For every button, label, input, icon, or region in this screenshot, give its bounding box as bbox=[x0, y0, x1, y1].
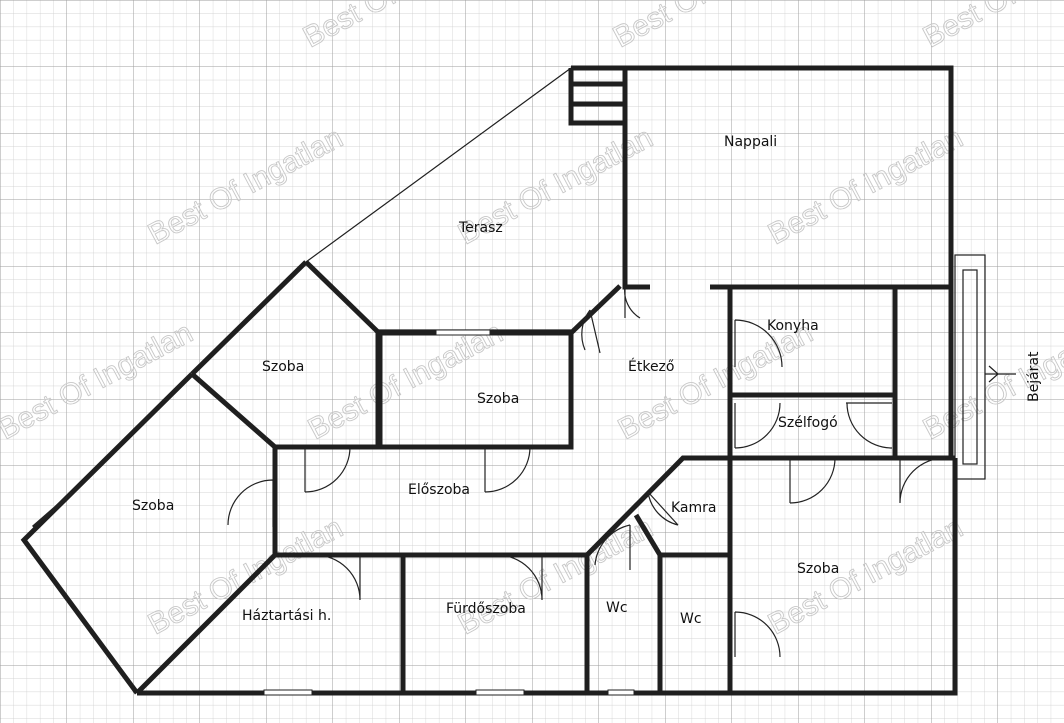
room-label-szoba-top: Szoba bbox=[262, 359, 304, 375]
room-label-nappali: Nappali bbox=[724, 134, 777, 150]
room-label-eloszoba: Előszoba bbox=[408, 482, 470, 498]
room-label-szoba-left: Szoba bbox=[132, 498, 174, 514]
room-label-terasz: Terasz bbox=[458, 220, 503, 236]
entrance-label: Bejárat bbox=[1026, 351, 1042, 402]
entrance-porch bbox=[954, 254, 986, 480]
room-label-szelfogo: Szélfogó bbox=[778, 415, 838, 431]
windows bbox=[32, 329, 635, 696]
room-label-wc-1: Wc bbox=[606, 600, 628, 616]
room-label-haztartasi: Háztartási h. bbox=[242, 608, 331, 624]
room-labels: Nappali Terasz Konyha Étkező Szélfogó Sz… bbox=[132, 134, 839, 627]
doors bbox=[227, 285, 946, 658]
walls bbox=[20, 65, 958, 696]
room-label-szoba-mid: Szoba bbox=[477, 391, 519, 407]
room-label-konyha: Konyha bbox=[767, 318, 819, 334]
entrance-arrow-icon bbox=[985, 365, 1016, 383]
room-label-wc-2: Wc bbox=[680, 611, 702, 627]
room-label-szoba-right: Szoba bbox=[797, 561, 839, 577]
room-label-furdoszoba: Fürdőszoba bbox=[446, 601, 526, 617]
room-label-kamra: Kamra bbox=[671, 500, 717, 516]
room-label-etkezo: Étkező bbox=[628, 358, 674, 375]
